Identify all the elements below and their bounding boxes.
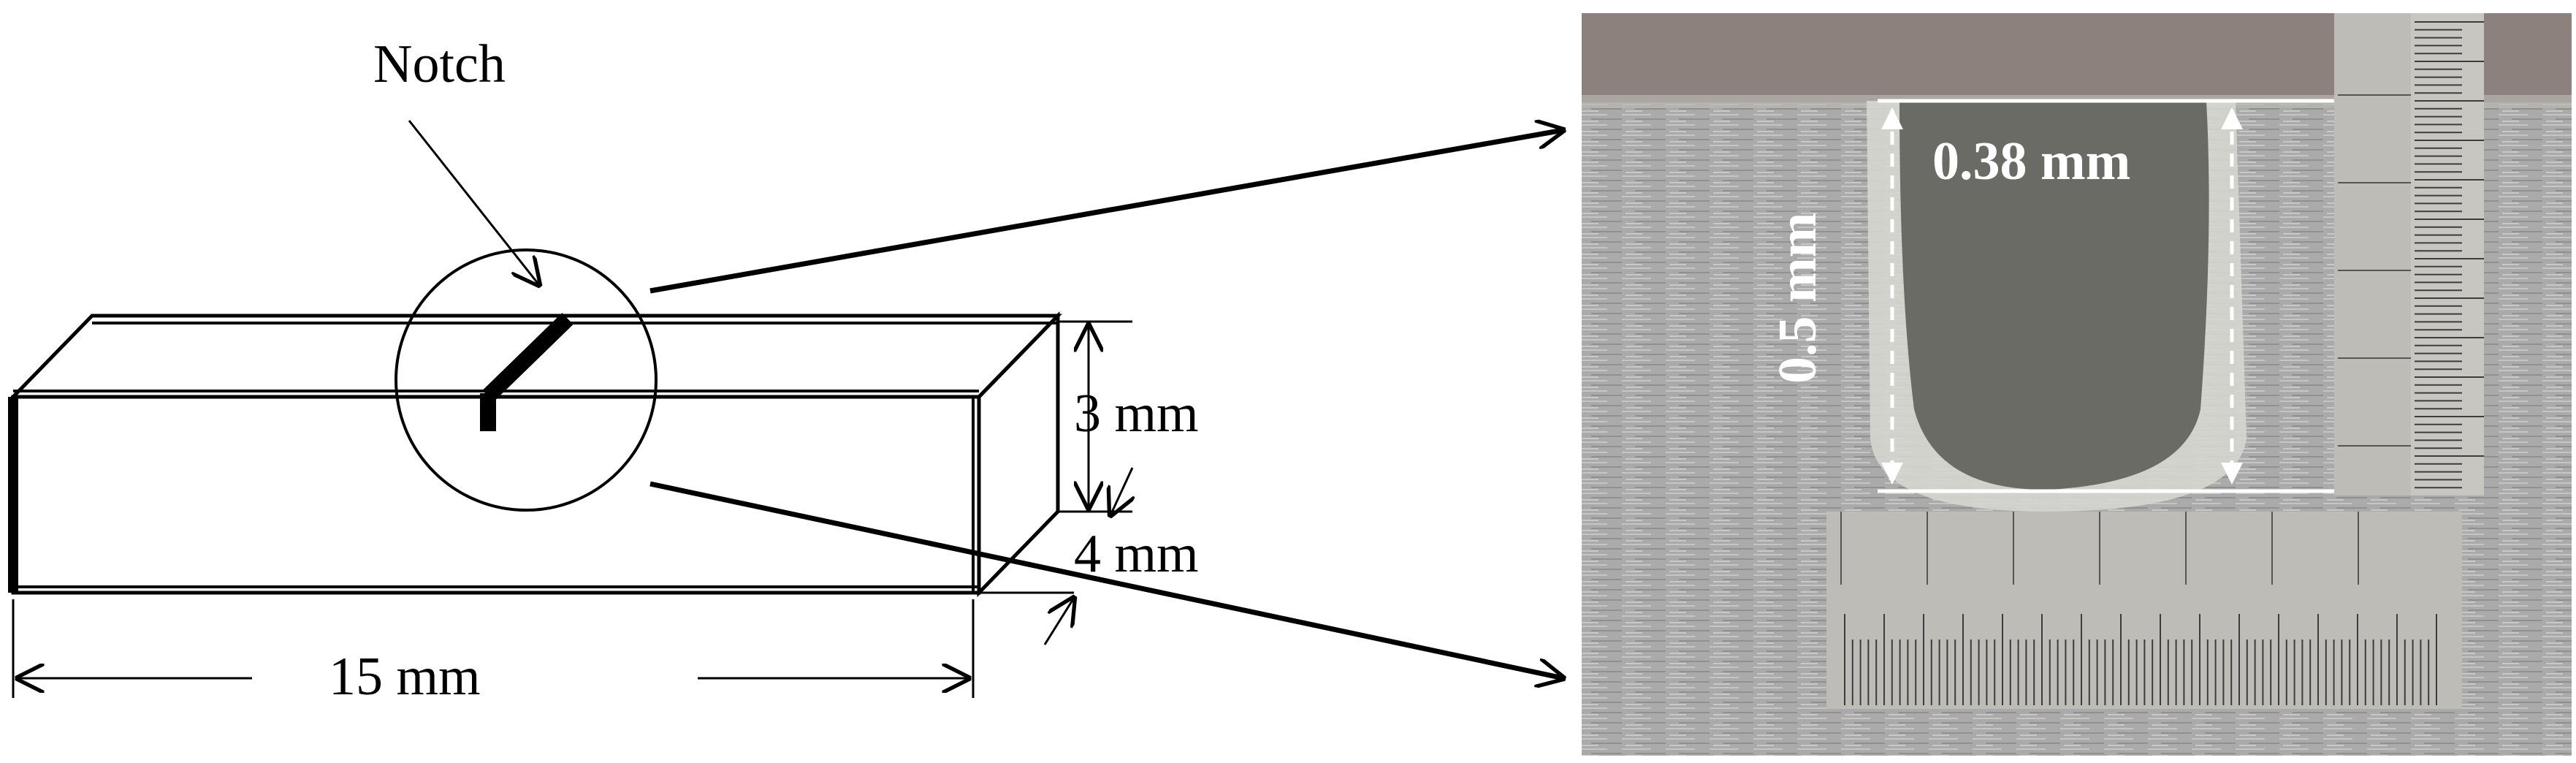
magnifier-circle <box>395 248 658 512</box>
micrograph-annotations <box>1878 99 2334 493</box>
notch-label: Notch <box>373 34 506 94</box>
notch-cavity <box>1899 101 2209 490</box>
length-dimension <box>12 599 975 698</box>
horizontal-ruler <box>1826 512 2462 709</box>
notch-width-label: 0.38 mm <box>1932 132 2130 191</box>
notch-micrograph: 0.38 mm 0.5 mm <box>1582 13 2572 756</box>
specimen-side-face <box>977 311 1060 598</box>
notch-slot <box>480 313 573 431</box>
height-label: 3 mm <box>1074 384 1199 444</box>
notch-depth-label: 0.5 mm <box>1768 213 1828 384</box>
zoom-arrow-top <box>649 130 1563 294</box>
zoom-arrow-bottom <box>649 481 1563 678</box>
vertical-ruler <box>2334 13 2484 496</box>
notch-pointer <box>408 120 539 285</box>
length-label: 15 mm <box>329 647 481 707</box>
depth-label: 4 mm <box>1074 524 1199 584</box>
depth-dimension <box>979 467 1132 645</box>
